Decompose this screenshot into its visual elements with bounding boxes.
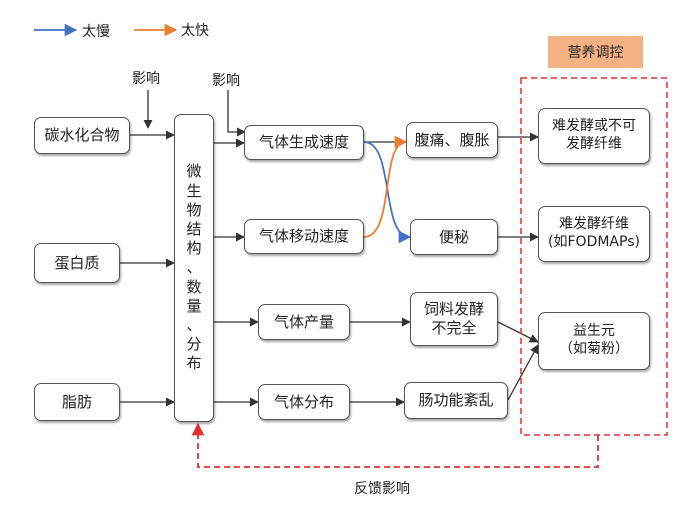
fiber-unfermentable-box: 难发酵或不可 发酵纤维 bbox=[538, 108, 650, 164]
microbe-char-9: 、 bbox=[186, 315, 202, 334]
legend-fast-label: 太快 bbox=[181, 23, 209, 39]
influence-label-2: 影响 bbox=[212, 73, 240, 89]
fat-box: 脂肪 bbox=[34, 383, 120, 421]
microbe-char-3: 物 bbox=[186, 200, 202, 219]
fiber2-line-1: 难发酵纤维 bbox=[559, 216, 629, 233]
constipation-box: 便秘 bbox=[410, 219, 498, 255]
curve-orange-movement-pain bbox=[363, 135, 408, 238]
arrow-influence-2 bbox=[227, 90, 246, 137]
regulation-header: 营养调控 bbox=[548, 36, 643, 68]
pain-bloating-box: 腹痛、腹胀 bbox=[406, 122, 498, 158]
fiber-fodmaps-box: 难发酵纤维 (如FODMAPs) bbox=[538, 206, 650, 262]
probiotic-line-1: 益生元 bbox=[573, 323, 615, 340]
microbe-char-4: 结 bbox=[186, 220, 202, 239]
gut-disorder-box: 肠功能紊乱 bbox=[404, 382, 508, 419]
microbe-box: 微 生 物 结 构 、 数 量 、 分 布 bbox=[174, 114, 214, 422]
microbe-char-7: 数 bbox=[186, 277, 202, 296]
feed-incomplete-ferment-box: 饲料发酵 不完全 bbox=[410, 292, 498, 346]
gas-production-speed-box: 气体生成速度 bbox=[244, 125, 364, 160]
feedback-label: 反馈影响 bbox=[354, 481, 410, 497]
fiber1-line-2: 发酵纤维 bbox=[566, 136, 622, 152]
regulation-frame bbox=[520, 77, 668, 436]
microbe-char-1: 微 bbox=[186, 162, 202, 181]
fiber1-line-1: 难发酵或不可 bbox=[552, 118, 636, 135]
protein-box: 蛋白质 bbox=[34, 243, 120, 283]
feed-line-2: 不完全 bbox=[431, 319, 477, 337]
microbe-char-6: 、 bbox=[186, 258, 202, 277]
carbohydrate-box: 碳水化合物 bbox=[34, 117, 130, 154]
feedback-loop bbox=[191, 422, 599, 468]
fiber2-line-2: (如FODMAPs) bbox=[548, 234, 640, 250]
legend-slow-label: 太慢 bbox=[82, 24, 110, 40]
feed-line-1: 饲料发酵 bbox=[423, 299, 484, 318]
arrow-feed-probiotic bbox=[497, 321, 539, 343]
microbe-char-8: 量 bbox=[186, 296, 202, 315]
gas-output-box: 气体产量 bbox=[258, 304, 350, 340]
microbe-char-2: 生 bbox=[186, 181, 202, 200]
microbe-char-5: 构 bbox=[186, 239, 202, 258]
probiotic-line-2: （如菊粉） bbox=[559, 341, 629, 357]
microbe-char-10: 分 bbox=[186, 335, 202, 354]
gas-distribution-box: 气体分布 bbox=[258, 384, 350, 420]
microbe-char-11: 布 bbox=[186, 354, 202, 373]
gas-movement-speed-box: 气体移动速度 bbox=[244, 219, 364, 254]
probiotic-box: 益生元 （如菊粉） bbox=[538, 312, 650, 370]
arrow-gut-probiotic bbox=[507, 344, 539, 401]
influence-label-1: 影响 bbox=[132, 71, 160, 87]
